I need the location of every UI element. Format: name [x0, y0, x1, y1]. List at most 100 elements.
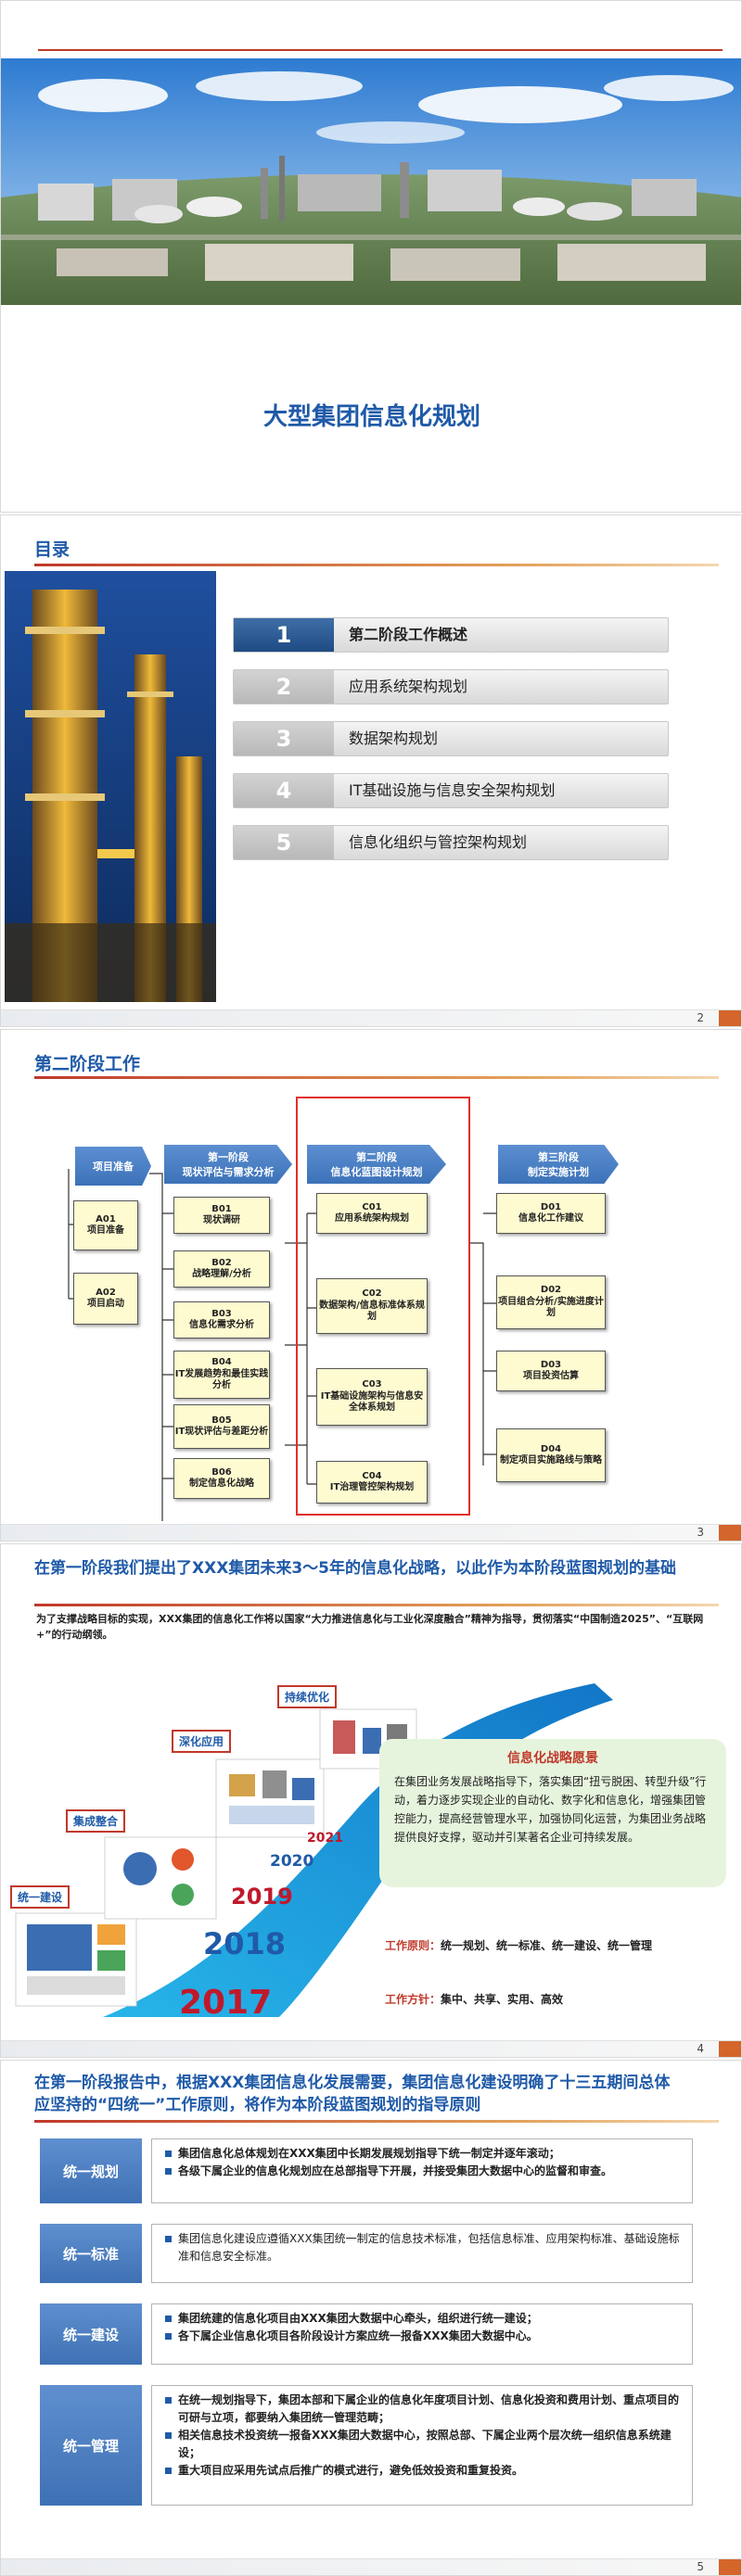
footer-accent: [719, 2041, 741, 2057]
box-code: D02: [540, 1285, 562, 1296]
box-c04[interactable]: C04 IT治理管控架构规划: [316, 1461, 428, 1504]
box-code: A01: [96, 1213, 116, 1225]
box-text: 战略理解/分析: [192, 1269, 251, 1279]
vision-title: 信息化战略愿景: [507, 1751, 598, 1766]
box-text: IT基础设施架构与信息安全体系规划: [320, 1390, 424, 1414]
toc-label: 信息化组织与管控架构规划: [349, 833, 528, 851]
top-rule: [1, 36, 741, 51]
slide-four-unified: 在第一阶段报告中，根据XXX集团信息化发展需要，集团信息化建设明确了十三五期间总…: [0, 2060, 742, 2576]
box-text: 项目启动: [87, 1299, 124, 1309]
box-c02[interactable]: C02 数据架构/信息标准体系规划: [316, 1278, 428, 1334]
box-text: 信息化工作建议: [518, 1213, 583, 1224]
head-phase3-line2: 制定实施计划: [528, 1166, 589, 1178]
box-a02[interactable]: A02 项目启动: [73, 1273, 138, 1325]
bullet-item: 在统一规划指导下，集团本部和下属企业的信息化年度项目计划、信息化投资和费用计划、…: [165, 2392, 683, 2427]
year-2021: 2021: [307, 1831, 343, 1846]
footer-accent: [719, 2559, 741, 2575]
stage-integration: 集成整合: [66, 1809, 126, 1833]
box-d03[interactable]: D03 项目投资估算: [496, 1351, 606, 1391]
row-label-planning: 统一规划: [40, 2138, 142, 2203]
footer-accent: [719, 1525, 741, 1541]
box-code: A02: [96, 1287, 116, 1298]
refinery-tower-illustration: [5, 571, 216, 1002]
phase2-highlight-frame: [296, 1097, 470, 1516]
head-phase2-line2: 信息化蓝图设计规划: [330, 1166, 423, 1178]
box-c01[interactable]: C01 应用系统架构规划: [316, 1193, 428, 1234]
box-code: D03: [540, 1359, 562, 1370]
strategy-intro: 为了支撑战略目标的实现，XXX集团的信息化工作将以国家“大力推进信息化与工业化深…: [36, 1613, 704, 1641]
stage-optimization: 持续优化: [277, 1685, 338, 1708]
toc-item-5[interactable]: 5 信息化组织与管控架构规划: [233, 825, 669, 860]
title-rule: [34, 564, 719, 566]
box-text: 现状调研: [203, 1215, 240, 1225]
bullet-item: 各级下属企业的信息化规划应在总部指导下开展，并接受集团大数据中心的监督和审查。: [165, 2163, 683, 2180]
bullet-item: 相关信息技术投资统一报备XXX集团大数据中心，按照总部、下属企业两个层次统一组织…: [165, 2427, 683, 2462]
row-content-management: 在统一规划指导下，集团本部和下属企业的信息化年度项目计划、信息化投资和费用计划、…: [151, 2385, 693, 2506]
row-label-standard: 统一标准: [40, 2224, 142, 2283]
workflow-heading: 第二阶段工作: [34, 1054, 141, 1074]
toc-label: IT基础设施与信息安全架构规划: [349, 781, 556, 799]
toc-item-2[interactable]: 2 应用系统架构规划: [233, 669, 669, 704]
head-prep-label: 项目准备: [93, 1161, 134, 1173]
industrial-park-illustration: [1, 58, 741, 305]
slide-footer: 5: [1, 2558, 741, 2575]
work-principle-label: 工作原则：: [385, 1939, 441, 1952]
head-prep: 项目准备: [75, 1147, 151, 1186]
toc-item-3[interactable]: 3 数据架构规划: [233, 721, 669, 756]
row-label-construction: 统一建设: [40, 2303, 142, 2365]
vision-panel: 信息化战略愿景 在集团业务发展战略指导下，落实集团“扭亏脱困、转型升级”行动，着…: [379, 1739, 726, 1887]
work-policy: 工作方针：集中、共享、实用、高效: [385, 1991, 719, 2008]
box-b04[interactable]: B04 IT发展趋势和最佳实践分析: [173, 1351, 270, 1399]
industrial-park-photo: [1, 58, 741, 305]
bullet-item: 集团信息化总体规划在XXX集团中长期发展规划指导下统一制定并逐年滚动；: [165, 2145, 683, 2163]
slide-workflow: 第二阶段工作 项目准备 第一阶段 现状评估与需求分析 第二阶段 信息化蓝图设计规: [0, 1029, 742, 1542]
box-a01[interactable]: A01 项目准备: [73, 1200, 138, 1250]
cover-title: 大型集团信息化规划: [262, 403, 480, 431]
box-d04[interactable]: D04 制定项目实施路线与策略: [496, 1428, 606, 1482]
row-content-standard: 集团信息化建设应遵循XXX集团统一制定的信息技术标准，包括信息标准、应用架构标准…: [151, 2224, 693, 2283]
vision-text: 在集团业务发展战略指导下，落实集团“扭亏脱困、转型升级”行动，着力逐步实现企业的…: [394, 1775, 707, 1844]
box-code: D01: [540, 1201, 562, 1212]
bullet-item: 各下属企业信息化项目各阶段设计方案应统一报备XXX集团大数据中心。: [165, 2328, 683, 2345]
box-c03[interactable]: C03 IT基础设施架构与信息安全体系规划: [316, 1368, 428, 1426]
box-b03[interactable]: B03 信息化需求分析: [173, 1301, 270, 1339]
box-b02[interactable]: B02 战略理解/分析: [173, 1250, 270, 1288]
toc-heading: 目录: [34, 539, 70, 560]
head-phase1-line2: 现状评估与需求分析: [182, 1166, 275, 1178]
toc-number: 1: [234, 618, 334, 652]
box-code: B01: [211, 1203, 232, 1214]
toc-label: 应用系统架构规划: [349, 678, 468, 695]
box-b05[interactable]: B05 IT现状评估与差距分析: [173, 1404, 270, 1449]
head-phase2: 第二阶段 信息化蓝图设计规划: [307, 1145, 446, 1184]
box-code: B06: [211, 1466, 232, 1478]
box-code: C02: [362, 1288, 382, 1300]
box-code: B04: [211, 1357, 232, 1368]
refinery-tower-photo: [5, 571, 216, 1002]
box-text: IT发展趋势和最佳实践分析: [174, 1368, 269, 1391]
strategy-heading: 在第一阶段我们提出了XXX集团未来3～5年的信息化战略，以此作为本阶段蓝图规划的…: [34, 1559, 676, 1578]
box-code: D04: [540, 1443, 562, 1454]
toc-number: 3: [234, 722, 334, 755]
slide-strategy: 在第一阶段我们提出了XXX集团未来3～5年的信息化战略，以此作为本阶段蓝图规划的…: [0, 1543, 742, 2058]
footer-accent: [719, 1010, 741, 1026]
box-d01[interactable]: D01 信息化工作建议: [496, 1193, 606, 1234]
box-b01[interactable]: B01 现状调研: [173, 1197, 270, 1234]
head-phase3-line1: 第三阶段: [538, 1151, 579, 1163]
toc-item-4[interactable]: 4 IT基础设施与信息安全架构规划: [233, 773, 669, 808]
page-number: 5: [697, 2560, 704, 2573]
growth-road-illustration: [15, 1683, 613, 2017]
row-label-management: 统一管理: [40, 2385, 142, 2506]
year-2017: 2017: [179, 1984, 273, 2022]
year-2020: 2020: [270, 1852, 314, 1871]
box-text: IT现状评估与差距分析: [174, 1427, 269, 1437]
toc-label: 数据架构规划: [349, 730, 439, 747]
page-number: 4: [697, 2042, 704, 2055]
bullet-item: 集团信息化建设应遵循XXX集团统一制定的信息技术标准，包括信息标准、应用架构标准…: [165, 2230, 683, 2265]
row-content-planning: 集团信息化总体规划在XXX集团中长期发展规划指导下统一制定并逐年滚动； 各级下属…: [151, 2138, 693, 2203]
box-d02[interactable]: D02 项目组合分析/实施进度计划: [496, 1275, 606, 1329]
bullet-item: 重大项目应采用先试点后推广的模式进行，避免低效投资和重复投资。: [165, 2462, 683, 2480]
toc-number: 2: [234, 670, 334, 704]
toc-item-1[interactable]: 1 第二阶段工作概述: [233, 617, 669, 653]
box-text: 数据架构/信息标准体系规划: [319, 1300, 425, 1323]
box-b06[interactable]: B06 制定信息化战略: [173, 1458, 270, 1499]
